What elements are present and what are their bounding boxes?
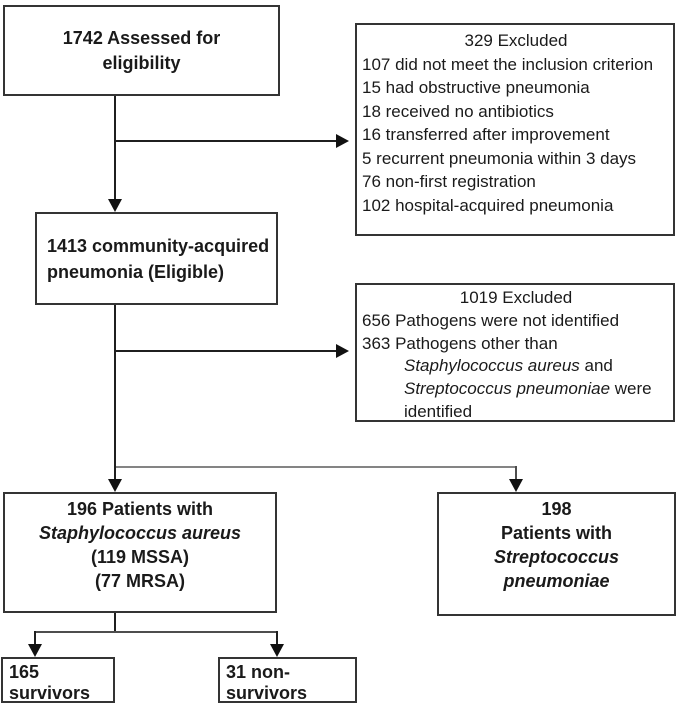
strep-line-1: 198: [541, 499, 572, 519]
staph-line-1: 196 Patients with: [66, 499, 214, 519]
arrowhead-down-icon: [28, 644, 42, 657]
arrowhead-right-icon: [336, 134, 349, 148]
species-name: Streptococcus pneumoniae: [493, 547, 620, 591]
box-strep-patients: 198 Patients with Streptococcus pneumoni…: [437, 492, 676, 616]
staph-mssa-count: (119 MSSA): [90, 547, 190, 567]
survivors-label: 165 survivors: [9, 662, 91, 703]
excluded2-item: 656 Pathogens were not identified: [362, 310, 620, 330]
excluded2-item: identified: [404, 401, 473, 421]
box-assessed-for-eligibility: 1742 Assessed for eligibility: [3, 5, 280, 96]
species-name: Staphylococcus aureus: [38, 523, 242, 543]
excluded1-item: 18 received no antibiotics: [362, 101, 554, 121]
species-name: Streptococcus pneumoniae: [404, 379, 611, 399]
connector-to-excluded-1019: [115, 350, 336, 352]
excluded2-item-rest: and: [579, 356, 613, 376]
excluded1-item: 5 recurrent pneumonia within 3 days: [362, 148, 637, 168]
excluded1-item: 102 hospital-acquired pneumonia: [362, 195, 614, 215]
box-excluded-1019: 1019 Excluded 656 Pathogens were not ide…: [355, 283, 675, 422]
box-survivors: 165 survivors: [1, 657, 115, 703]
connector-to-excluded-329: [115, 140, 336, 142]
box-excluded-329: 329 Excluded 107 did not meet the inclus…: [355, 23, 675, 236]
excluded1-item: 107 did not meet the inclusion criterion: [362, 54, 654, 74]
connector-staph-to-split: [114, 613, 116, 633]
connector-to-strep-vertical: [515, 466, 517, 480]
eligible-line-2: pneumonia (Eligible): [47, 261, 225, 282]
excluded1-title: 329 Excluded: [464, 31, 568, 50]
excluded1-item: 15 had obstructive pneumonia: [362, 78, 590, 97]
connector-assessed-to-eligible: [114, 96, 116, 199]
connector-to-strep-horizontal: [116, 466, 516, 468]
box-eligible-cap: 1413 community-acquired pneumonia (Eligi…: [35, 212, 278, 305]
assessed-line-1: 1742 Assessed for: [62, 27, 221, 48]
box-staph-patients: 196 Patients with Staphylococcus aureus …: [3, 492, 277, 613]
arrowhead-down-icon: [270, 644, 284, 657]
excluded2-item: Staphylococcus aureus and: [362, 355, 670, 378]
excluded2-item: 363 Pathogens other than: [362, 333, 558, 353]
arrowhead-down-icon: [509, 479, 523, 492]
connector-to-nonsurvivors: [276, 631, 278, 645]
excluded2-item-rest: were: [610, 379, 652, 399]
assessed-line-2: eligibility: [102, 52, 181, 73]
box-non-survivors: 31 non-survivors: [218, 657, 357, 703]
staph-mrsa-count: (77 MRSA): [94, 571, 185, 591]
nonsurvivors-label: 31 non-survivors: [226, 662, 308, 703]
connector-to-survivors: [34, 631, 36, 645]
arrowhead-down-icon: [108, 199, 122, 212]
strep-line-2: Patients with: [500, 523, 612, 543]
species-name: Staphylococcus aureus: [404, 356, 580, 376]
eligible-line-1: 1413 community-acquired: [47, 235, 270, 256]
excluded1-item: 76 non-first registration: [362, 172, 536, 191]
excluded1-item: 16 transferred after improvement: [362, 125, 610, 144]
connector-eligible-to-staph: [114, 305, 116, 479]
excluded2-item: Streptococcus pneumoniae were: [362, 378, 670, 401]
arrowhead-right-icon: [336, 344, 349, 358]
excluded2-title: 1019 Excluded: [459, 288, 573, 307]
arrowhead-down-icon: [108, 479, 122, 492]
connector-split-horizontal: [34, 631, 278, 633]
